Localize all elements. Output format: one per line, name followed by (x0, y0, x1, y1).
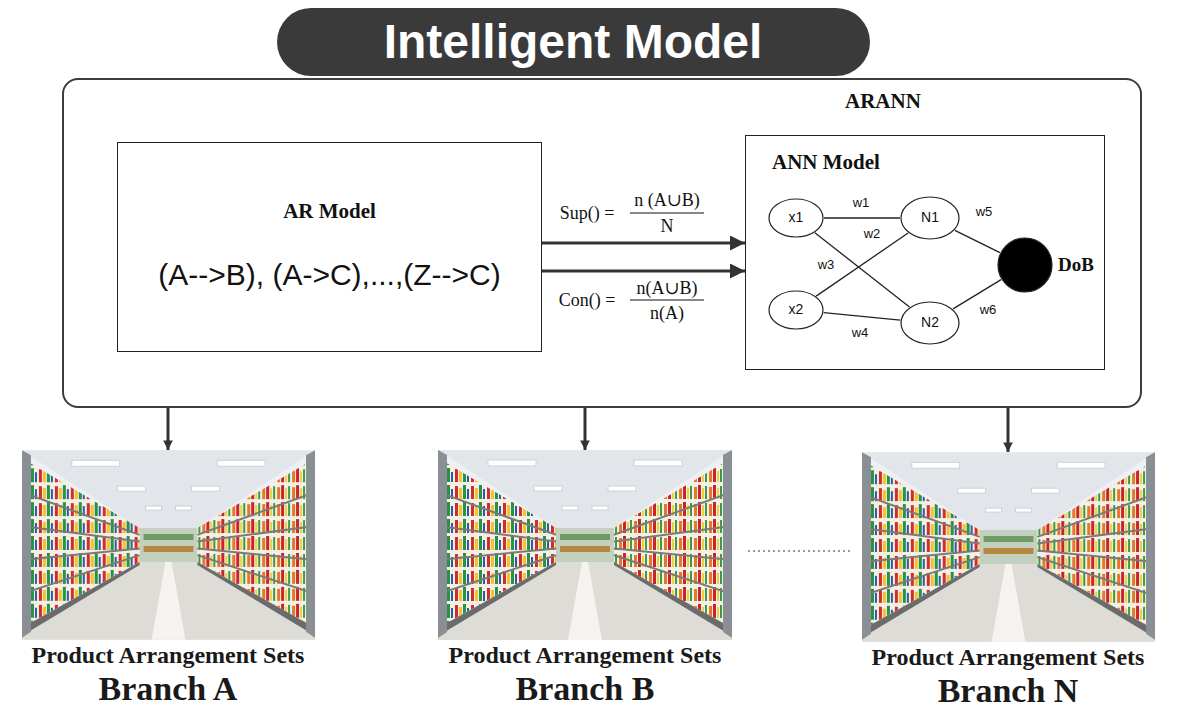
neuron-outline (769, 291, 823, 329)
fraction-bar (630, 299, 704, 300)
flow-arrow (542, 270, 745, 273)
flow-arrow (167, 408, 170, 450)
fraction-numerator: n (A∪B) (632, 190, 702, 211)
output-label: DoB (1058, 254, 1094, 276)
weight-link (824, 313, 901, 320)
fraction-denominator: N (659, 216, 676, 237)
formula-label: Sup() = (558, 203, 617, 224)
weight-link (955, 230, 1000, 252)
neuron-outline (901, 302, 959, 344)
model-frame: ARANN AR Model (A-->B), (A->C),...,(Z-->C)… (62, 78, 1142, 408)
store-photo (22, 450, 315, 639)
formula-label: Con() = (557, 290, 618, 311)
neuron-label: N2 (921, 315, 939, 330)
rule-list: (A-->B), (A->C),...,(Z-->C) (158, 257, 500, 293)
branch-name: Branch N (938, 672, 1079, 709)
branch-store: Product Arrangement SetsBranch B (438, 450, 732, 707)
fraction-numerator: n(A∪B) (634, 278, 699, 299)
branch-caption: Product Arrangement Sets (32, 642, 305, 670)
weight-link (824, 217, 900, 218)
weight-label: w6 (978, 303, 999, 318)
branch-caption: Product Arrangement Sets (449, 642, 722, 670)
output-circle-svg (997, 237, 1053, 293)
fraction-bar (630, 212, 704, 213)
network-panel: ANN Model x1 x2 N1N2 DoB (745, 135, 1105, 370)
title-pill: Intelligent Model (277, 8, 870, 76)
branch-name: Branch B (516, 670, 655, 707)
weight-label: w3 (816, 258, 837, 273)
neuron-node: x2 (768, 290, 824, 330)
store-photo (438, 450, 732, 640)
box-heading: ANN Model (772, 150, 880, 174)
neuron-label: x1 (789, 210, 804, 225)
store-photo (862, 452, 1155, 641)
branch-name: Branch A (99, 670, 238, 707)
box-heading: AR Model (283, 199, 376, 223)
branch-store: Product Arrangement SetsBranch N (862, 452, 1155, 709)
weight-label: w4 (850, 326, 871, 341)
neuron-outline (769, 199, 823, 237)
neuron-label: N1 (921, 210, 939, 225)
weight-link (816, 233, 908, 296)
fraction-denominator: n(A) (648, 303, 686, 324)
output-circle (998, 238, 1052, 292)
frame-heading: ARANN (845, 89, 921, 113)
connectors (168, 218, 1008, 452)
title-text: Intelligent Model (384, 16, 763, 69)
weight-label: w1 (851, 196, 872, 211)
neuron-node: N2 (900, 301, 960, 345)
neuron-outline (901, 197, 959, 239)
flow-arrow (584, 408, 587, 450)
output-node: DoB (997, 237, 1053, 293)
weight-label: w5 (974, 205, 995, 220)
flow-arrow (1007, 408, 1010, 452)
branch-store: Product Arrangement SetsBranch A (22, 450, 315, 707)
weight-link (815, 233, 910, 307)
flow-arrow (542, 242, 745, 245)
weight-label: w2 (862, 227, 883, 242)
ellipsis-line (748, 550, 850, 552)
neuron-node: N1 (900, 196, 960, 240)
neuron-label: x2 (789, 302, 804, 317)
rule-box: AR Model (A-->B), (A->C),...,(Z-->C) (117, 142, 542, 352)
branch-caption: Product Arrangement Sets (872, 644, 1145, 672)
neuron-node: x1 (768, 198, 824, 238)
